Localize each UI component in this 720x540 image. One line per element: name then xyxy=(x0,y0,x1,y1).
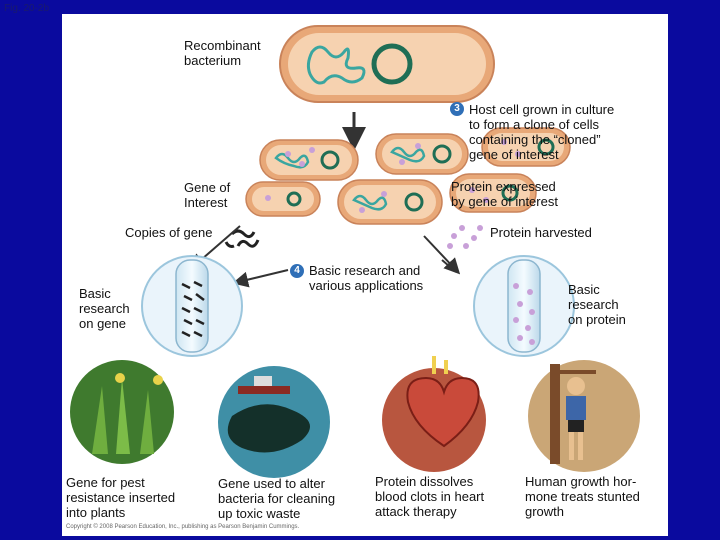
step-4-badge: 4 xyxy=(290,264,304,278)
label-app-blood-clots: Protein dissolves blood clots in heart a… xyxy=(375,474,485,519)
label-app-plants: Gene for pest resistance inserted into p… xyxy=(66,475,176,520)
recombinant-bacterium xyxy=(279,25,495,103)
label-copies-of-gene: Copies of gene xyxy=(125,225,213,240)
figure-label: Fig. 20-2b xyxy=(4,3,50,14)
step-3-badge: 3 xyxy=(450,102,464,116)
label-step-3: Host cell grown in culture to form a clo… xyxy=(469,102,615,162)
image-heart xyxy=(382,356,486,472)
label-protein-expressed: Protein expressed by gene of interest xyxy=(451,179,558,209)
label-app-toxic-waste: Gene used to alter bacteria for cleaning… xyxy=(218,476,336,521)
arrow-step4-right xyxy=(441,259,457,273)
label-basic-research-gene: Basic research on gene xyxy=(79,286,130,331)
label-basic-research-protein: Basic research on protein xyxy=(568,282,626,327)
label-protein-harvested: Protein harvested xyxy=(490,225,592,240)
image-growth xyxy=(528,360,640,472)
label-gene-of-interest: Gene of Interest xyxy=(184,180,231,210)
label-step-4: Basic research and various applications xyxy=(309,263,424,293)
image-oil-spill xyxy=(218,366,330,478)
label-recombinant-bacterium: Recombinant bacterium xyxy=(184,38,261,68)
culture-bacteria xyxy=(245,127,571,225)
gene-copies xyxy=(224,229,260,248)
diagram-graphics xyxy=(70,25,640,478)
diagram-panel: Recombinant bacterium 3 Host cell grown … xyxy=(62,14,668,536)
label-app-growth-hormone: Human growth hor- mone treats stunted gr… xyxy=(525,474,640,519)
copyright: Copyright © 2008 Pearson Education, Inc.… xyxy=(66,524,300,530)
image-plants xyxy=(70,360,174,464)
arrow-to-protein xyxy=(423,235,461,275)
arrow-step4-left xyxy=(232,269,289,288)
test-tube-gene xyxy=(141,255,243,357)
protein-dots xyxy=(447,225,483,249)
test-tube-protein xyxy=(473,255,575,357)
